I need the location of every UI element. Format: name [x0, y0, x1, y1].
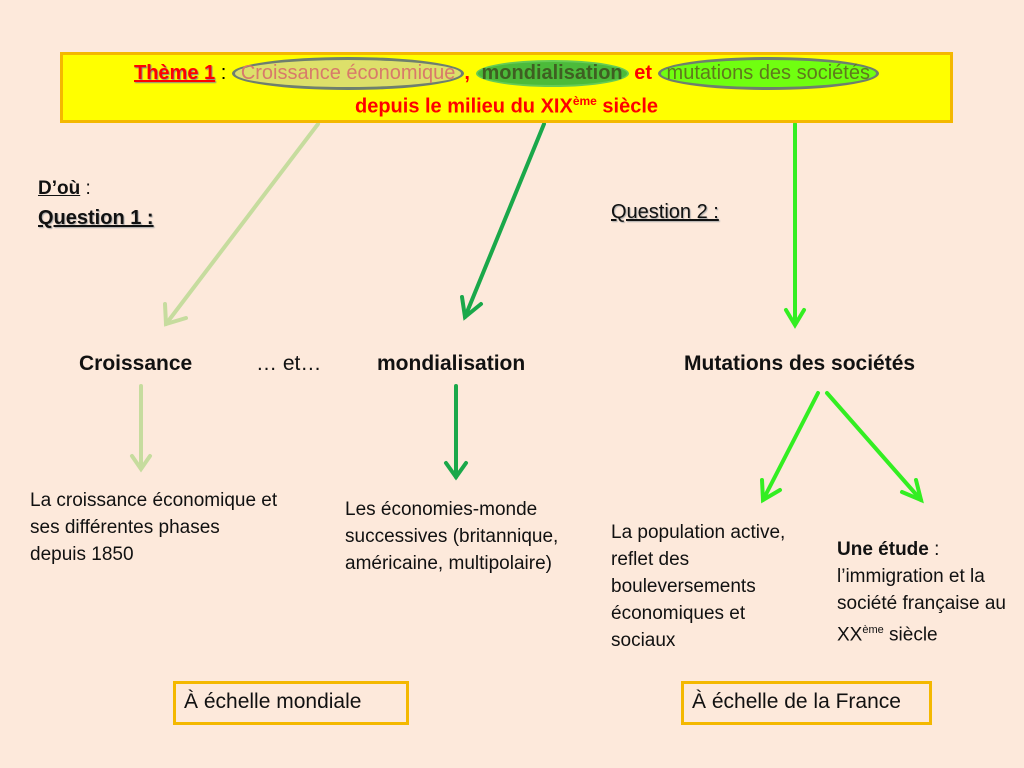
- theme-title-line2: depuis le milieu du XIXème siècle: [63, 94, 950, 119]
- detail-etude: Une étude : l’immigration et la société f…: [837, 536, 1017, 648]
- colon: :: [215, 62, 232, 84]
- theme-title-line1: Thème 1 : Croissance économique, mondial…: [63, 57, 950, 90]
- question-1: Question 1 :: [38, 207, 154, 229]
- etude-end: siècle: [883, 624, 938, 646]
- et: et: [628, 62, 658, 84]
- dou: D’où: [38, 178, 81, 199]
- line2-text: depuis le milieu du XIX: [354, 95, 573, 118]
- arrow-light: [130, 122, 320, 473]
- node-mutations: Mutations des sociétés: [684, 352, 916, 375]
- dou-colon: :: [80, 178, 91, 199]
- part-mondialisation: mondialisation: [475, 60, 629, 87]
- scale-france: À échelle de la France: [681, 681, 932, 725]
- etude-label: Une étude: [837, 539, 929, 560]
- scale-mondiale: À échelle mondiale: [173, 681, 409, 725]
- part-mutations: mutations des sociétés: [657, 57, 879, 90]
- etude-colon: :: [928, 539, 940, 560]
- theme-label: Thème 1: [134, 62, 216, 84]
- detail-population: La population active, reflet des bouleve…: [611, 522, 786, 651]
- node-croissance: Croissance: [79, 352, 193, 375]
- node-et: … et…: [256, 352, 322, 375]
- sup: ème: [572, 94, 597, 108]
- line2-end: siècle: [596, 95, 659, 118]
- comma: ,: [464, 62, 476, 84]
- theme-banner: Thème 1 : Croissance économique, mondial…: [60, 52, 953, 123]
- etude-sup: ème: [862, 624, 884, 636]
- etude-text: l’immigration et la société française au…: [837, 566, 1006, 646]
- node-mondialisation: mondialisation: [377, 352, 526, 375]
- detail-croissance: La croissance économique et ses différen…: [30, 490, 278, 565]
- part-croissance: Croissance économique: [231, 57, 465, 90]
- arrow-dark: [444, 122, 546, 481]
- arrow-bright: [760, 122, 924, 504]
- dou-label: D’où :: [38, 175, 91, 202]
- detail-mondialisation: Les économies-monde successives (britann…: [345, 499, 559, 574]
- question-2: Question 2 :: [611, 201, 719, 223]
